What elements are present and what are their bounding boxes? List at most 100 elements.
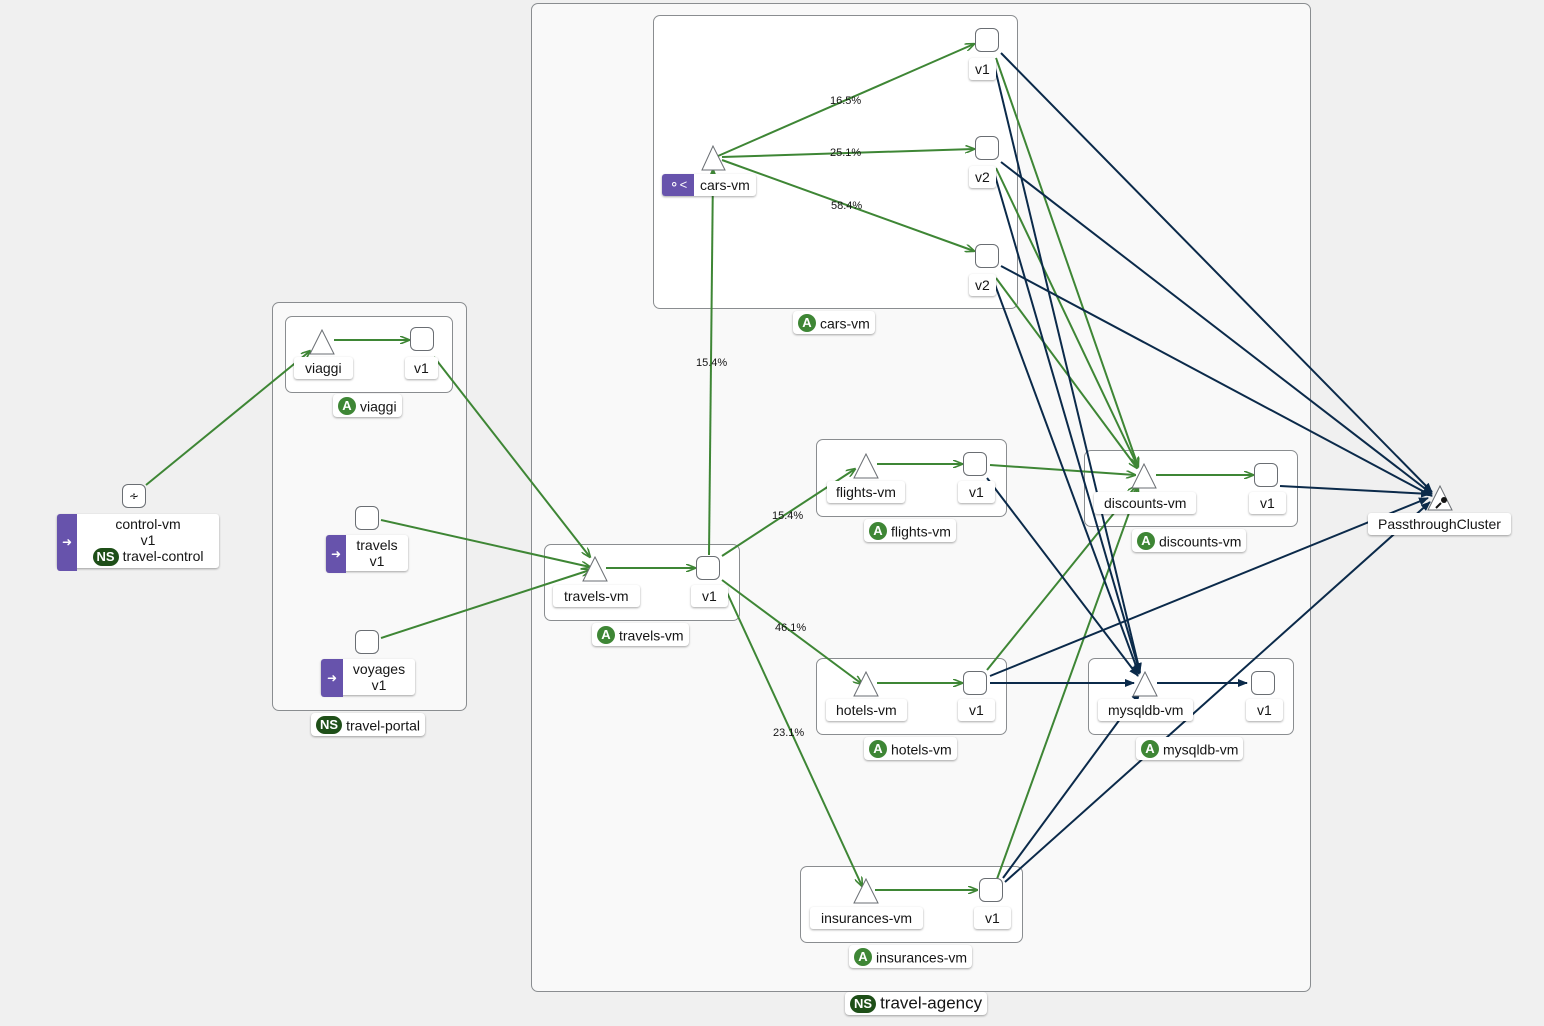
- edge-cars-v2a-to-passthrough[interactable]: [1000, 161, 1433, 495]
- workload-node-cars-v2a[interactable]: [975, 136, 999, 160]
- version-label-viaggi-v1: v1: [405, 357, 438, 379]
- edge-label-cars-v2b: 58.4%: [831, 200, 862, 212]
- edge-viaggi-v1-to-travels-vm[interactable]: [433, 356, 590, 557]
- virtual-service-icon: ⚬<: [662, 174, 694, 196]
- edge-labels: 16.5% 25.1% 58.4% 15.4% 15.4% 46.1% 23.1…: [696, 95, 862, 739]
- workload-node-mysqldb-v1[interactable]: [1251, 671, 1275, 695]
- app-badge: A: [1141, 740, 1159, 759]
- service-label-cars-vm: ⚬< cars-vm: [662, 174, 756, 196]
- service-triangle-icon[interactable]: [1132, 670, 1158, 697]
- edge-label-cars-v2a: 25.1%: [830, 147, 861, 159]
- edge-flights-v1-to-mysqldb[interactable]: [986, 477, 1139, 677]
- workload-node-discounts-v1[interactable]: [1254, 463, 1278, 487]
- ns-badge: NS: [850, 994, 877, 1013]
- ns-badge: NS: [316, 716, 343, 735]
- service-label-insurances-vm: insurances-vm: [810, 907, 924, 929]
- edge-cars-v1-to-passthrough[interactable]: [1000, 52, 1433, 493]
- edge-cars-v2b-to-passthrough[interactable]: [1000, 265, 1433, 497]
- edge-travels-v1-to-hotels[interactable]: [721, 579, 862, 684]
- service-label-travels-vm: travels-vm: [553, 585, 640, 607]
- key-icon: [1435, 497, 1447, 509]
- passthrough-triangle-icon[interactable]: [1427, 484, 1453, 511]
- edge-cars-v2b-to-discounts[interactable]: [995, 277, 1137, 468]
- edge-cars-v2a-to-mysqldb[interactable]: [993, 171, 1142, 674]
- app-badge: A: [597, 626, 615, 645]
- edge-travels-to-travels-vm[interactable]: [380, 519, 590, 567]
- app-badge: A: [338, 397, 356, 416]
- workload-node-travels-v1[interactable]: [696, 556, 720, 580]
- edge-label-travels-to-cars: 15.4%: [696, 357, 727, 369]
- edge-hotels-v1-to-discounts[interactable]: [986, 486, 1136, 671]
- edge-cars-to-v2b[interactable]: [721, 159, 974, 251]
- service-triangle-icon[interactable]: [701, 144, 726, 171]
- app-badge: A: [869, 740, 887, 759]
- ns-badge: NS: [92, 548, 119, 567]
- version-label-cars-v1: v1: [969, 58, 996, 80]
- version-label-discounts-v1: v1: [1249, 492, 1286, 514]
- workload-label-travels: ➜ travels v1: [326, 535, 408, 573]
- app-box-hotels-vm[interactable]: [816, 658, 1007, 735]
- workload-node-flights-v1[interactable]: [963, 452, 987, 476]
- app-box-mysqldb-vm[interactable]: [1088, 658, 1294, 735]
- version-label-flights-v1: v1: [958, 481, 995, 503]
- workload-entry-icon: ➜: [321, 659, 343, 697]
- edge-cars-v2a-to-discounts[interactable]: [995, 167, 1138, 467]
- service-triangle-icon[interactable]: [853, 670, 879, 697]
- service-triangle-icon[interactable]: [1131, 462, 1157, 489]
- edge-label-travels-to-hotels: 46.1%: [775, 622, 806, 634]
- version-label-travels-v1: v1: [691, 585, 728, 607]
- edge-travels-v1-to-insurances[interactable]: [723, 585, 862, 886]
- edge-voyages-to-travels-vm[interactable]: [380, 570, 590, 639]
- version-label-cars-v2b: v2: [969, 274, 996, 296]
- workload-node-cars-v1[interactable]: [975, 28, 999, 52]
- workload-node-cars-v2b[interactable]: [975, 244, 999, 268]
- edge-cars-v1-to-mysqldb[interactable]: [993, 63, 1142, 673]
- edge-insurances-v1-to-mysqldb[interactable]: [1002, 691, 1141, 879]
- app-badge: A: [1137, 532, 1155, 551]
- edge-travels-v1-to-cars-vm[interactable]: [708, 170, 713, 556]
- workload-label-voyages: ➜ voyages v1: [321, 659, 415, 697]
- edge-discounts-v1-to-passthrough[interactable]: [1279, 485, 1431, 498]
- workload-node-voyages[interactable]: [355, 630, 379, 654]
- workload-node-viaggi-v1[interactable]: [410, 327, 434, 351]
- edge-cars-v2b-to-mysqldb[interactable]: [993, 281, 1140, 675]
- app-badge: A: [854, 948, 872, 967]
- version-label-cars-v2a: v2: [969, 166, 996, 188]
- service-triangle-icon[interactable]: [853, 452, 879, 479]
- workload-node-travels[interactable]: [355, 506, 379, 530]
- edge-hotels-v1-to-passthrough[interactable]: [989, 497, 1429, 677]
- workload-node-hotels-v1[interactable]: [963, 671, 987, 695]
- service-label-flights-vm: flights-vm: [827, 481, 905, 503]
- service-label-viaggi: viaggi: [294, 357, 353, 379]
- service-triangle-icon[interactable]: [853, 877, 879, 904]
- version-label-mysqldb-v1: v1: [1246, 699, 1283, 721]
- service-triangle-icon[interactable]: [309, 328, 335, 355]
- version-label-insurances-v1: v1: [974, 907, 1011, 929]
- service-triangle-icon[interactable]: [582, 555, 608, 582]
- edge-cars-to-v1[interactable]: [717, 44, 974, 157]
- edge-label-cars-v1: 16.5%: [830, 95, 861, 107]
- workload-node-control-vm[interactable]: ∻: [122, 484, 146, 508]
- edge-label-travels-to-insurances: 23.1%: [773, 727, 804, 739]
- workload-node-insurances-v1[interactable]: [979, 878, 1003, 902]
- edge-cars-v1-to-discounts[interactable]: [995, 57, 1138, 466]
- app-badge: A: [798, 314, 816, 333]
- edge-cars-to-v2a[interactable]: [721, 149, 974, 158]
- edge-control-to-viaggi[interactable]: [145, 351, 310, 486]
- app-box-discounts-vm[interactable]: [1084, 450, 1298, 527]
- edge-insurances-v1-to-passthrough[interactable]: [1004, 501, 1431, 883]
- service-label-mysqldb-vm: mysqldb-vm: [1098, 699, 1194, 721]
- workload-entry-icon: ➜: [326, 535, 346, 573]
